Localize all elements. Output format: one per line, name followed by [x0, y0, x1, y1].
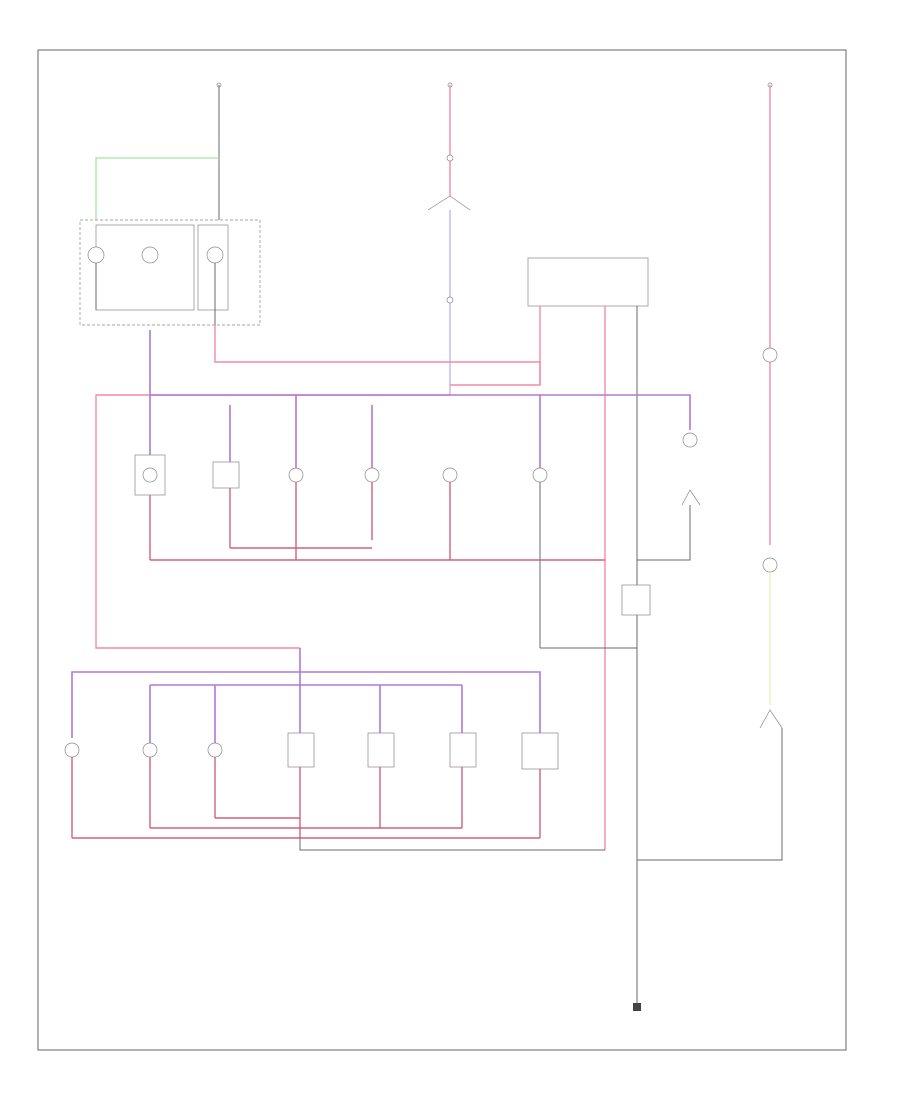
- switch-lamp-icon: [449, 732, 477, 768]
- switch-lamp-icon: [287, 732, 315, 768]
- fuse-feed-center: [447, 82, 453, 200]
- fuse-feed-left: [216, 82, 222, 220]
- relay-icon: [621, 584, 651, 616]
- lamp-icon: [64, 742, 80, 758]
- lamp-icon: [288, 467, 304, 483]
- lamp-icon: [142, 742, 158, 758]
- lamp-icon: [207, 742, 223, 758]
- ground-icon: [633, 1003, 641, 1011]
- switch-icon: [759, 709, 783, 729]
- lower-bus-violet: [71, 648, 301, 738]
- gauge-lamp-icon: [141, 246, 159, 264]
- lamp-icon: [364, 467, 380, 483]
- gauge-lamp-icon: [87, 246, 105, 264]
- lamp-icon: [762, 557, 778, 573]
- fuse-feed-right: [767, 82, 773, 545]
- upper-bus-pink: [95, 394, 450, 649]
- right-ground-return: [637, 728, 783, 861]
- lighting-switch: [427, 154, 471, 395]
- lamp-icon: [682, 432, 698, 448]
- diagram-frame: [37, 49, 847, 1051]
- gauge-lamp-icon: [206, 246, 224, 264]
- lower-lamp-row: [64, 732, 559, 770]
- instrument-cluster: [79, 219, 261, 326]
- green-wire: [95, 157, 219, 220]
- switch-lamp-icon: [212, 461, 240, 489]
- switch-lamp-icon: [367, 732, 395, 768]
- lamp-icon: [762, 347, 778, 363]
- upper-bus-violet: [150, 394, 691, 430]
- lamp-icon: [442, 467, 458, 483]
- switch-lamp-icon: [521, 732, 559, 770]
- illumination-control-module: [527, 257, 649, 307]
- pink-feed: [214, 325, 541, 386]
- lamp-icon: [532, 467, 548, 483]
- upper-lamp-row: [134, 432, 701, 506]
